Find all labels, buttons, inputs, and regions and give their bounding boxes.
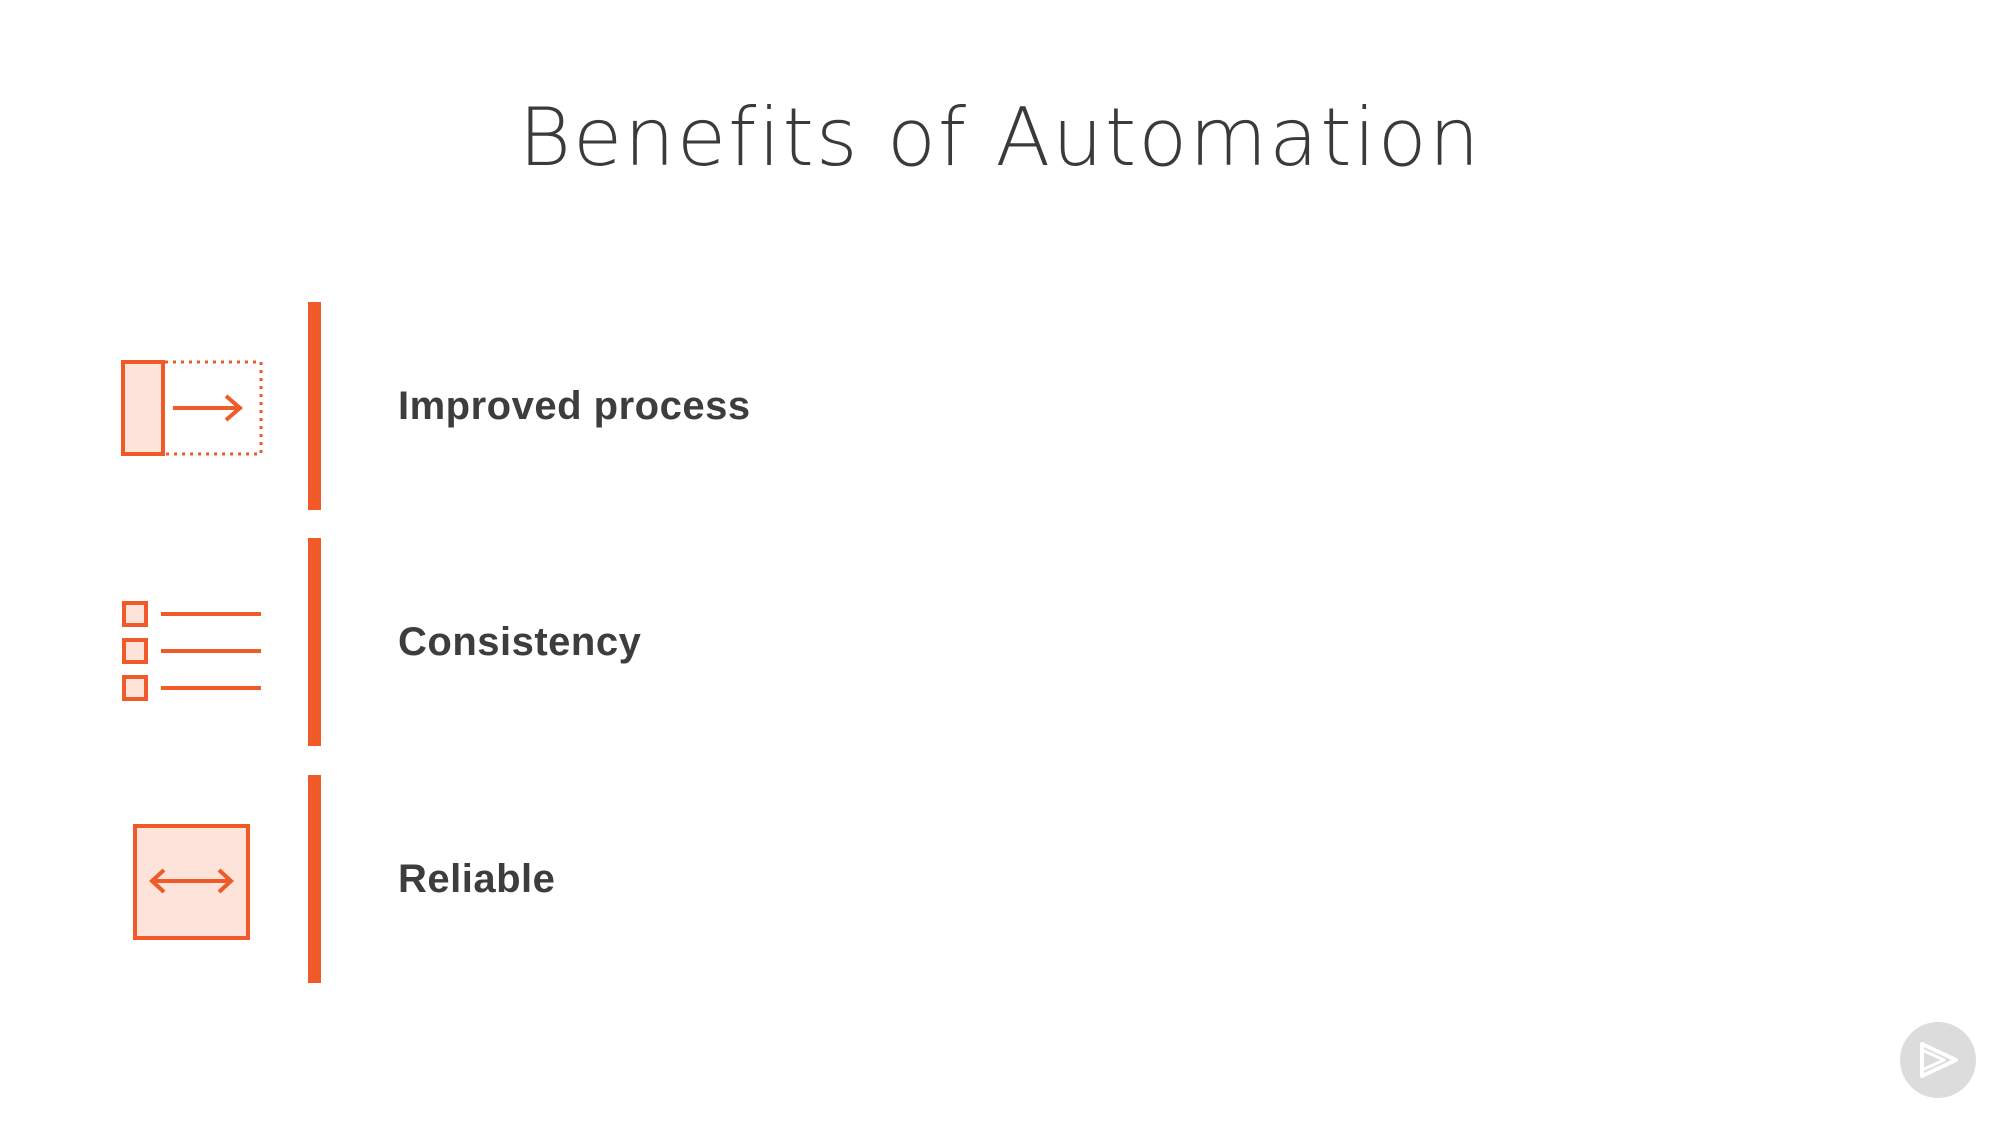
benefit-label: Improved process — [398, 384, 751, 428]
play-logo-icon — [1900, 1022, 1976, 1098]
accent-bar — [308, 302, 321, 510]
bidirectional-arrow-box-icon — [118, 815, 268, 943]
benefit-label: Consistency — [398, 620, 642, 664]
process-forward-icon — [118, 342, 268, 470]
benefit-item-reliable: Reliable — [0, 775, 2000, 983]
checklist-icon — [118, 578, 268, 706]
benefit-label: Reliable — [398, 857, 556, 901]
accent-bar — [308, 775, 321, 983]
slide-title: Benefits of Automation — [518, 91, 1482, 184]
benefit-item-improved-process: Improved process — [0, 302, 2000, 510]
accent-bar — [308, 538, 321, 746]
benefit-item-consistency: Consistency — [0, 538, 2000, 746]
